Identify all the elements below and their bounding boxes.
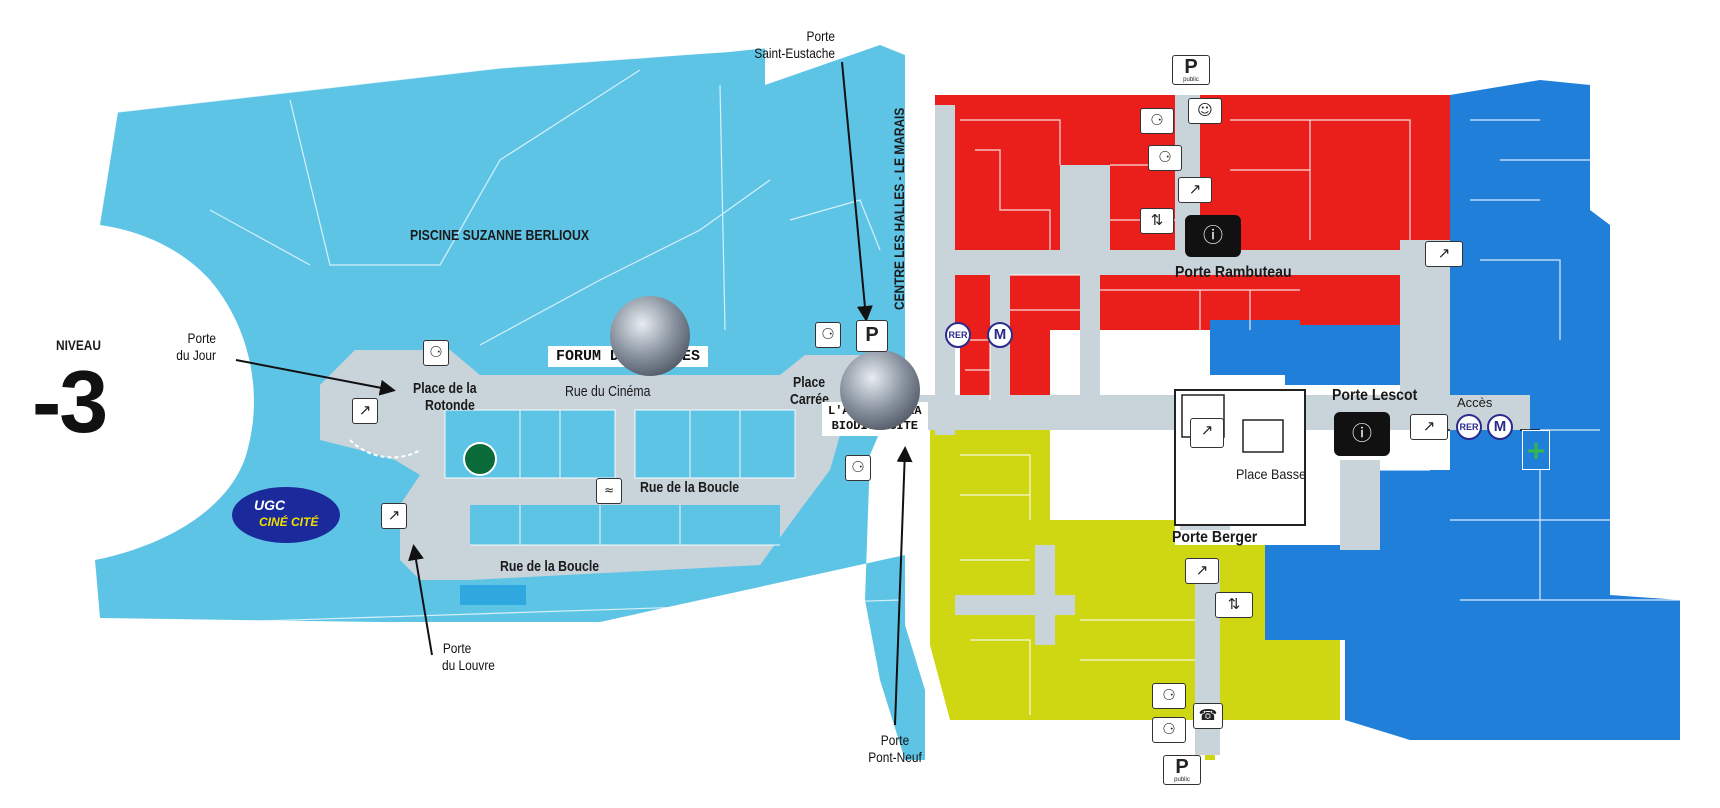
info-desk-icon[interactable]: ⓘ bbox=[1185, 215, 1241, 257]
east-blocks-top bbox=[1210, 320, 1440, 385]
toilets-icon[interactable]: ⚆ bbox=[1152, 717, 1186, 743]
escalator-icon[interactable]: ↗ bbox=[352, 398, 378, 424]
toilets-icon[interactable]: ⚆ bbox=[845, 455, 871, 481]
ugc-cinecite-logo[interactable]: UGC CINÉ CITÉ bbox=[232, 487, 340, 543]
escalator-icon[interactable]: ↗ bbox=[1185, 558, 1219, 584]
escalator-icon[interactable]: ↗ bbox=[1425, 241, 1463, 267]
escalator-icon[interactable]: ↗ bbox=[1178, 177, 1212, 203]
acces-label: Accès bbox=[1457, 395, 1493, 410]
elevator-icon[interactable]: ⇅ bbox=[1140, 208, 1174, 234]
place-carree-label-1: Place bbox=[793, 374, 826, 391]
parking-sub: public bbox=[1174, 777, 1190, 783]
porte-berger-label: Porte Berger bbox=[1172, 529, 1258, 546]
porte-saint-eustache-label: Porte Saint-Eustache bbox=[737, 28, 835, 62]
porte-du-louvre-line1: Porte bbox=[442, 640, 472, 656]
porte-saint-eustache-line2: Saint-Eustache bbox=[754, 45, 835, 61]
rue-du-cinema-label: Rue du Cinéma bbox=[565, 383, 651, 400]
parking-icon[interactable]: P bbox=[856, 320, 888, 352]
level-label: NIVEAU bbox=[56, 337, 101, 353]
phone-icon[interactable]: ☎ bbox=[1193, 703, 1223, 729]
place-basse bbox=[1174, 389, 1306, 526]
porte-du-jour-line1: Porte bbox=[187, 330, 216, 346]
pharmacy-icon[interactable]: + bbox=[1522, 430, 1550, 470]
baby-changing-icon[interactable]: ☺ bbox=[1188, 98, 1222, 124]
toilets-icon[interactable]: ⚆ bbox=[1140, 108, 1174, 134]
toilets-icon[interactable]: ⚆ bbox=[815, 322, 841, 348]
porte-rambuteau-label: Porte Rambuteau bbox=[1175, 264, 1292, 281]
parking-letter: P bbox=[1175, 756, 1189, 778]
ugc-logo-bottom: CINÉ CITÉ bbox=[259, 515, 319, 529]
escalator-icon[interactable]: ↗ bbox=[381, 503, 407, 529]
porte-du-louvre-line2: du Louvre bbox=[442, 657, 495, 673]
rer-text: RER bbox=[1459, 422, 1479, 432]
rer-icon[interactable]: RER bbox=[1456, 414, 1482, 440]
metro-icon[interactable]: M bbox=[987, 322, 1013, 348]
level-number: -3 bbox=[32, 352, 108, 451]
toilets-icon[interactable]: ⚆ bbox=[1148, 145, 1182, 171]
ugc-logo-top: UGC bbox=[254, 497, 286, 513]
centre-les-halles-label: CENTRE LES HALLES - LE MARAIS bbox=[891, 107, 907, 311]
parking-letter: P bbox=[1184, 56, 1198, 78]
elevator-icon[interactable]: ⇅ bbox=[1215, 592, 1253, 618]
globe-icon bbox=[610, 296, 690, 376]
porte-pont-neuf-label: Porte Pont-Neuf bbox=[861, 732, 929, 766]
porte-lescot-label: Porte Lescot bbox=[1332, 387, 1418, 404]
metro-text: M bbox=[1493, 418, 1507, 435]
rer-text: RER bbox=[948, 330, 968, 340]
info-desk-icon[interactable]: ⓘ bbox=[1334, 412, 1390, 456]
rotonde-dashed bbox=[349, 439, 421, 459]
toilets-icon[interactable]: ⚆ bbox=[423, 340, 449, 366]
pool-marker bbox=[460, 585, 526, 605]
place-basse-label: Place Basse bbox=[1236, 466, 1307, 482]
west-outlines bbox=[117, 47, 901, 623]
rue-de-la-boucle-label-2: Rue de la Boucle bbox=[500, 558, 600, 575]
rer-icon[interactable]: RER bbox=[945, 322, 971, 348]
south-zone bbox=[930, 430, 1340, 760]
wifi-icon[interactable]: ≈ bbox=[596, 478, 622, 504]
porte-pont-neuf-line2: Pont-Neuf bbox=[868, 749, 922, 765]
place-rotonde-label-1: Place de la bbox=[413, 380, 477, 397]
rue-de-la-boucle-label-1: Rue de la Boucle bbox=[640, 479, 740, 496]
metro-icon[interactable]: M bbox=[1487, 414, 1513, 440]
piscine-label: PISCINE SUZANNE BERLIOUX bbox=[410, 227, 590, 244]
globe-icon bbox=[840, 350, 920, 430]
place-carree-label-2: Carrée bbox=[790, 391, 829, 408]
east-block-mid bbox=[1265, 545, 1345, 640]
parking-sub: public bbox=[1183, 77, 1199, 83]
escalator-icon[interactable]: ↗ bbox=[1410, 414, 1448, 440]
staircase-icon[interactable]: ↗ bbox=[1190, 418, 1224, 448]
porte-saint-eustache-line1: Porte bbox=[806, 28, 835, 44]
metro-text: M bbox=[993, 326, 1007, 343]
porte-pont-neuf-line1: Porte bbox=[880, 732, 910, 748]
parking-letter: P bbox=[865, 324, 879, 346]
place-rotonde-label-2: Rotonde bbox=[425, 397, 475, 414]
starbucks-logo[interactable] bbox=[463, 442, 497, 476]
porte-du-jour-line2: du Jour bbox=[176, 347, 216, 363]
porte-du-jour-label: Porte du Jour bbox=[160, 330, 216, 364]
porte-du-louvre-label: Porte du Louvre bbox=[442, 640, 495, 674]
toilets-icon[interactable]: ⚆ bbox=[1152, 683, 1186, 709]
